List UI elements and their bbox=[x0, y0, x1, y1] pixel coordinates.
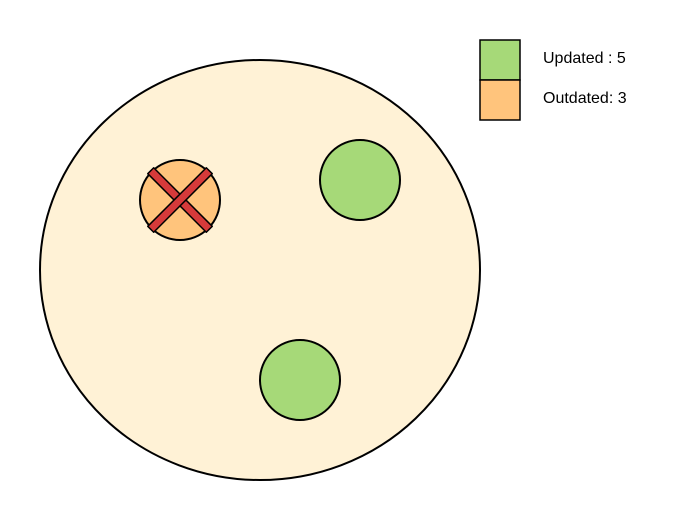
legend: Updated : 5 Outdated: 3 bbox=[479, 39, 627, 121]
cross-stroke bbox=[147, 167, 213, 233]
legend-swatch-outdated bbox=[479, 79, 521, 121]
legend-label-outdated: Outdated: 3 bbox=[543, 90, 627, 107]
node-updated bbox=[319, 139, 401, 221]
node-outdated bbox=[139, 159, 221, 241]
outdated-cross-icon bbox=[147, 167, 213, 233]
legend-label-updated: Updated : 5 bbox=[543, 50, 626, 67]
node-updated bbox=[259, 339, 341, 421]
container-circle bbox=[39, 59, 481, 481]
legend-swatch-updated bbox=[479, 39, 521, 81]
